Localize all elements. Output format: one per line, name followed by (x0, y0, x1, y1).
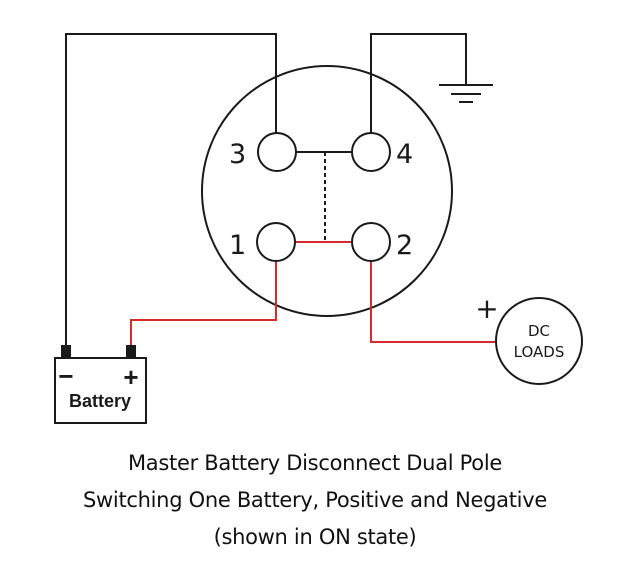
dc-loads-label-line2: LOADS (514, 343, 565, 361)
caption-line-2: Switching One Battery, Positive and Nega… (83, 488, 547, 512)
terminal-4-label: 4 (396, 139, 413, 170)
positive-wire-terminal-2-to-loads (370, 261, 496, 343)
battery-positive-post (126, 345, 136, 357)
ground-icon (439, 84, 493, 103)
caption-line-3: (shown in ON state) (213, 525, 417, 549)
battery-negative-post (61, 345, 71, 357)
dc-loads-polarity: + (475, 292, 498, 325)
ground-wire-terminal-4 (370, 33, 467, 133)
dc-loads[interactable] (495, 297, 583, 385)
dc-loads-label-line1: DC (528, 322, 550, 340)
battery-positive-sign: + (123, 362, 138, 392)
battery-negative-sign: − (58, 361, 73, 391)
terminal-2[interactable] (351, 222, 391, 262)
terminal-4[interactable] (351, 132, 391, 172)
positive-wire-battery-to-terminal-1 (130, 261, 277, 346)
terminal-3[interactable] (257, 132, 297, 172)
terminal-2-label: 2 (396, 230, 413, 261)
battery-label: Battery (69, 391, 131, 411)
terminal-3-label: 3 (229, 139, 246, 170)
battery[interactable] (54, 357, 147, 424)
terminal-1-label: 1 (229, 230, 246, 261)
caption-line-1: Master Battery Disconnect Dual Pole (127, 451, 502, 475)
switch-body[interactable] (201, 65, 453, 317)
negative-wire-battery-to-terminal-3 (65, 33, 277, 346)
terminal-1[interactable] (256, 222, 296, 262)
